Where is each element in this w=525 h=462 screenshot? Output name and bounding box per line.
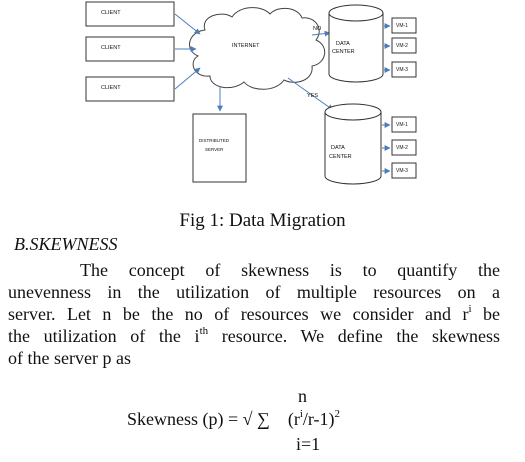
arrow-client-1-to-internet [174, 13, 201, 35]
data-center-top-label-1: DATA [336, 41, 350, 47]
data-center-bottom-label-2: CENTER [329, 154, 352, 160]
paragraph-line-4: the utilization of the ith resource. We … [8, 325, 500, 347]
formula-expression: Skewness (p) = √ ∑ (ri/r-1)2 [127, 409, 340, 430]
paragraph-line-1: The concept of skewness is to quantify t… [80, 260, 500, 280]
client-box-1: CLIENT [85, 1, 175, 27]
vm-list-bottom: VM-1 VM-2 VM-3 [382, 116, 417, 179]
formula-lhs: Skewness (p) = √ ∑ [127, 409, 270, 429]
internet-label: INTERNET [232, 43, 260, 49]
data-center-bottom-label-1: DATA [331, 145, 345, 151]
formula-term-b: /r-1) [302, 409, 335, 429]
vm-top-1: VM-1 [396, 23, 408, 29]
section-heading: B.SKEWNESS [14, 234, 118, 254]
edge-label-yes: YES [307, 93, 318, 99]
data-center-top: DATA CENTER [328, 4, 384, 83]
arrow-internet-to-datacenter-no [311, 30, 331, 37]
vm-bottom-1: VM-1 [396, 122, 408, 128]
data-migration-diagram: CLIENT CLIENT CLIENT INTERNET DISTRIBUTE… [85, 1, 417, 185]
distributed-server-box: DISTRIBUTED SERVER [192, 113, 247, 183]
paragraph-line-2: unevenness in the utilization of multipl… [8, 282, 500, 302]
paragraph-line-4b: resource. We define the skewness [208, 326, 500, 346]
client-label-2: CLIENT [101, 45, 121, 51]
formula-term-sup: i [299, 408, 303, 420]
superscript-th: th [199, 325, 209, 337]
paragraph-line-3a: server. Let n be the no of resources we … [8, 304, 469, 324]
arrow-client-3-to-internet [174, 67, 201, 90]
formula-term-power: 2 [334, 408, 341, 420]
edge-label-no: NO [313, 26, 322, 32]
client-label-3: CLIENT [101, 85, 121, 91]
superscript-i: i [468, 303, 472, 315]
data-center-top-label-2: CENTER [332, 49, 355, 55]
data-center-bottom: DATA CENTER [324, 103, 382, 185]
client-box-2: CLIENT [85, 36, 175, 62]
vm-bottom-3: VM-3 [396, 168, 408, 174]
paragraph-line-3b: be [471, 304, 500, 324]
internet-cloud: INTERNET [189, 7, 326, 90]
client-box-3: CLIENT [85, 76, 175, 102]
vm-top-3: VM-3 [396, 67, 408, 73]
paragraph-line-4a: the utilization of the i [8, 326, 200, 346]
formula-term-a: (r [287, 409, 300, 429]
arrow-internet-to-datacenter-yes [287, 77, 334, 111]
client-label-1: CLIENT [101, 10, 121, 16]
vm-top-2: VM-2 [396, 43, 408, 49]
skewness-formula: n Skewness (p) = √ ∑ (ri/r-1)2 i=1 [0, 386, 525, 462]
vm-bottom-2: VM-2 [396, 145, 408, 151]
sum-upper-limit: n [298, 386, 307, 406]
server-label-1: DISTRIBUTED [199, 138, 230, 143]
sum-lower-limit: i=1 [296, 434, 321, 454]
server-label-2: SERVER [205, 147, 224, 152]
paragraph-line-3: server. Let n be the no of resources we … [8, 303, 500, 325]
vm-list-top: VM-1 VM-2 VM-3 [384, 17, 417, 78]
paragraph-line-5: of the server p as [8, 348, 131, 368]
figure-caption: Fig 1: Data Migration [179, 210, 346, 231]
body-paragraph: The concept of skewness is to quantify t… [8, 259, 500, 369]
